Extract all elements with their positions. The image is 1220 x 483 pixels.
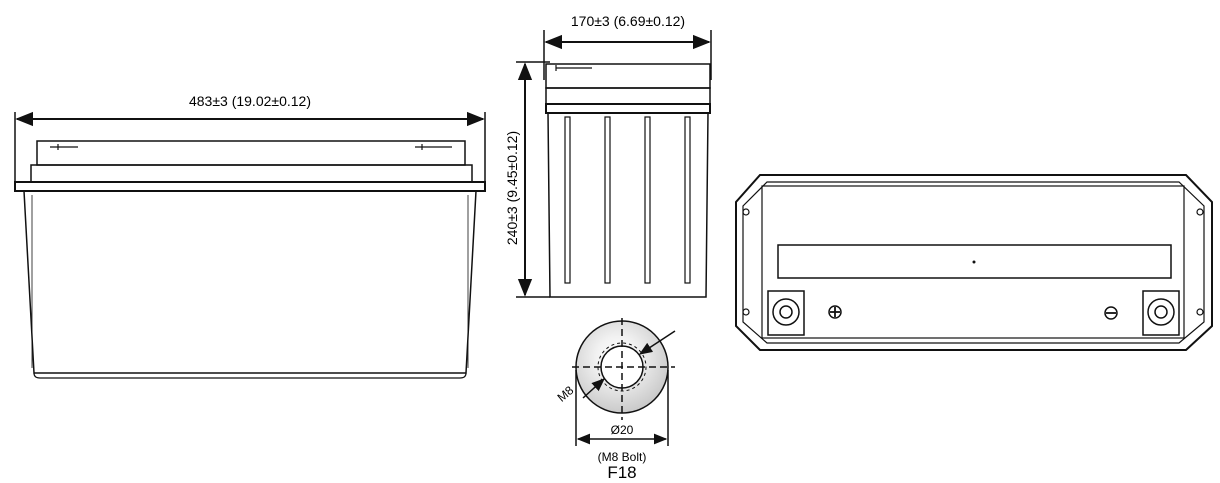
side-view: 170±3 (6.69±0.12) 240±3 (9.45±0.12)	[504, 13, 712, 298]
terminal-code-label: F18	[607, 463, 636, 482]
terminal-housing-right	[1142, 290, 1180, 336]
front-lid	[30, 164, 473, 183]
mount-hole-br	[1196, 308, 1204, 316]
front-view: 483±3 (19.02±0.12)	[14, 93, 486, 379]
terminal-left-inner	[779, 305, 793, 319]
diameter-label: Ø20	[611, 423, 634, 437]
front-lid-top	[36, 140, 466, 166]
minus-icon	[1104, 306, 1118, 320]
side-rim	[545, 103, 711, 114]
label-dot	[972, 260, 976, 264]
width-label: 170±3 (6.69±0.12)	[571, 13, 685, 29]
terminal-left-outer	[772, 298, 800, 326]
bolt-label: (M8 Bolt)	[598, 450, 647, 464]
thread-label: M8	[555, 383, 577, 405]
mount-hole-bl	[742, 308, 750, 316]
top-panel	[761, 185, 1185, 339]
terminal-leader-m8	[582, 378, 606, 399]
plus-icon	[828, 305, 842, 319]
label-strip	[777, 244, 1172, 279]
terminal-housing-left	[767, 290, 805, 336]
front-body	[23, 190, 477, 374]
top-outline	[735, 174, 1213, 351]
terminal-right-outer	[1147, 298, 1175, 326]
side-ribs	[564, 116, 691, 284]
mount-hole-tr	[1196, 208, 1204, 216]
length-label: 483±3 (19.02±0.12)	[189, 93, 311, 109]
front-rim	[14, 181, 486, 192]
terminal-right-inner	[1154, 305, 1168, 319]
height-label: 240±3 (9.45±0.12)	[504, 131, 520, 245]
top-view	[735, 174, 1213, 351]
terminal-leader-upper	[638, 330, 676, 355]
terminal-detail: M8 Ø20 (M8 Bolt) F18	[555, 318, 676, 482]
mount-hole-tl	[742, 208, 750, 216]
top-outline-inner	[742, 181, 1205, 344]
side-body	[547, 112, 709, 298]
side-lid	[545, 87, 711, 105]
